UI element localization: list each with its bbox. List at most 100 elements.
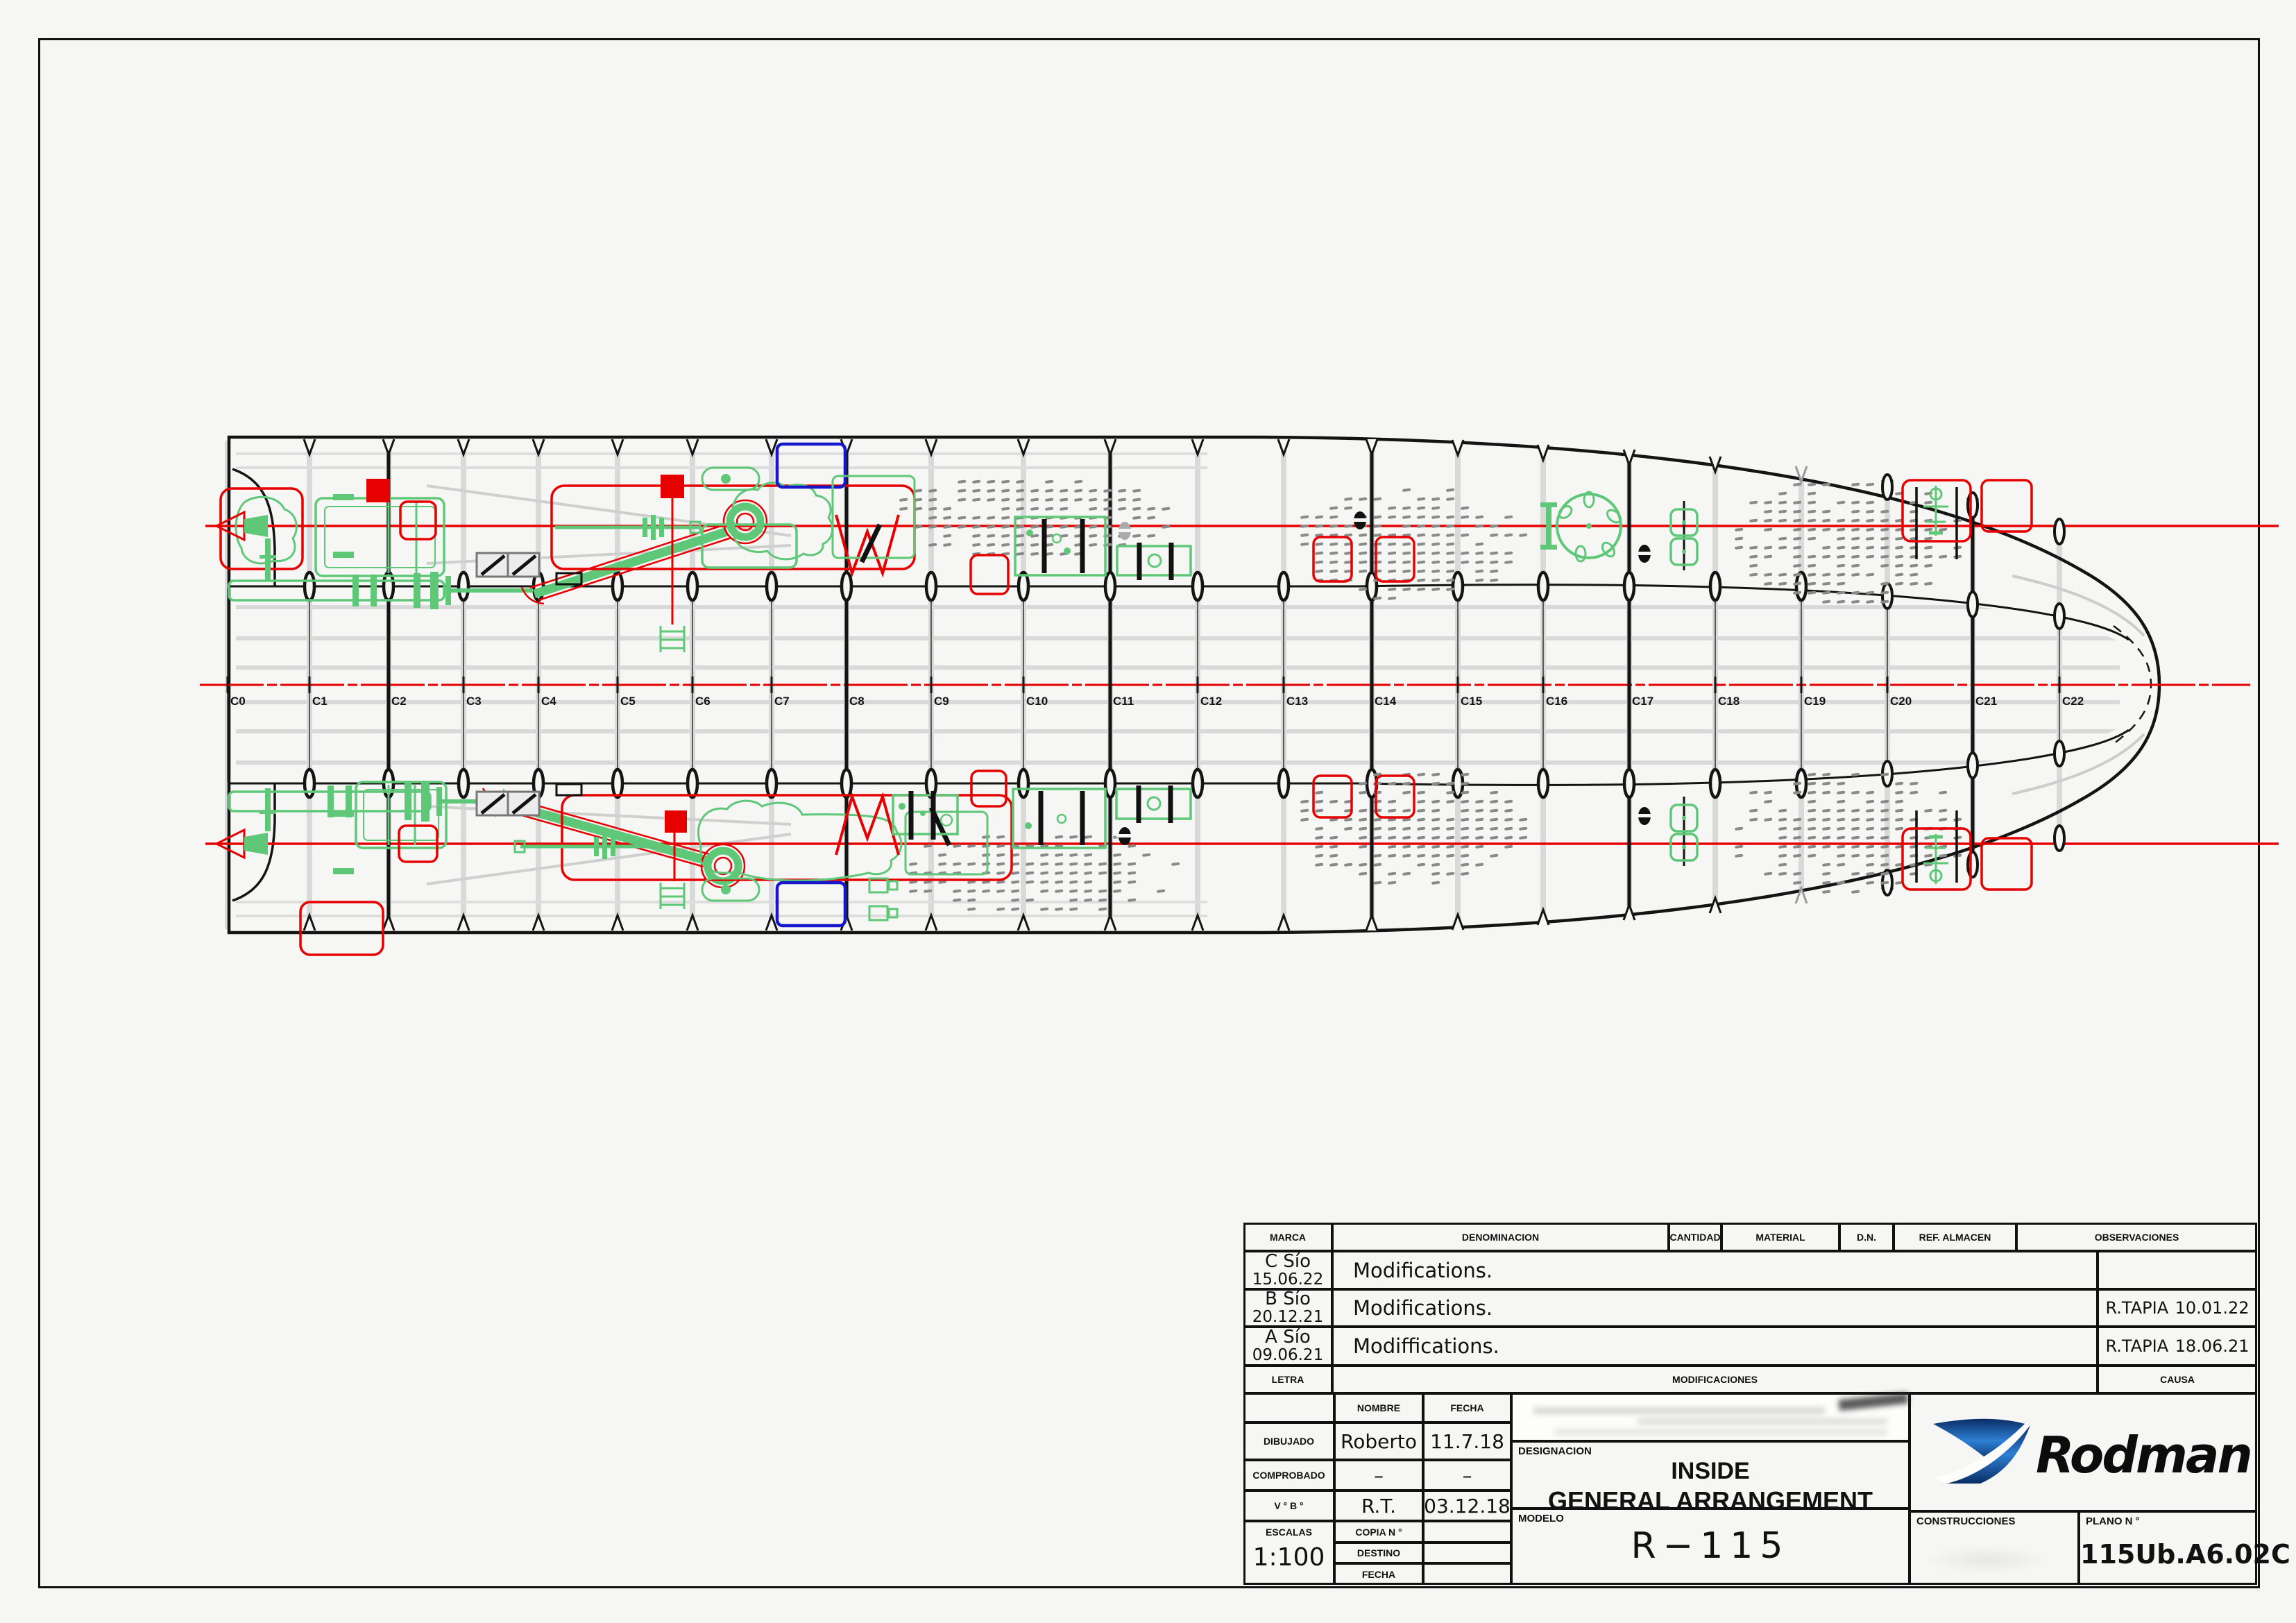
generator-port [314,497,445,577]
hatched-grating-starboard [475,790,541,817]
rev-b-desc: Modifications. [1332,1289,2098,1327]
plug-symbol-gray [1116,522,1133,540]
dibujado-nombre: Roberto [1334,1422,1423,1460]
blue-locker-port [775,442,847,489]
frame-label: C0 [230,695,246,708]
plug-symbol [1636,545,1653,563]
tank-starboard-0 [892,794,959,835]
hatch [969,554,1010,595]
frame-label: C16 [1546,695,1567,708]
col-nombre: NOMBRE [1334,1393,1423,1422]
construcciones-cell: CONSTRUCCIONES [1910,1511,2079,1585]
frame-label: C21 [1975,695,1997,708]
stern-hatch-starboard [299,901,384,956]
dibujado-fecha: 11.7.18 [1423,1422,1511,1460]
waterjet-port [235,495,298,565]
generator-starboard [355,781,448,849]
col-cantidad: CANTIDAD [1669,1223,1721,1251]
frame-label: C7 [774,695,790,708]
red-box [661,475,684,498]
flex-coupling-starboard [835,792,900,856]
col-fecha: FECHA [1423,1393,1511,1422]
rev-c-desc: Modifications. [1332,1251,2098,1289]
frame-label: C18 [1718,695,1740,708]
shaft-tube-port [228,579,445,602]
copia-label: COPIA N ° [1334,1521,1423,1543]
row-modificaciones: MODIFICACIONES [1332,1366,2098,1393]
svg-text:Rodman: Rodman [2036,1426,2251,1484]
comprobado-fecha: – [1423,1460,1511,1490]
machinery-port [214,442,2033,652]
frame-label: C8 [849,695,865,708]
designacion-line2: GENERAL ARRANGEMENT [1547,1486,1873,1515]
col-dn: D.N. [1839,1223,1894,1251]
plug-symbol [1352,511,1368,529]
vb-fecha: 03.12.18 [1423,1490,1511,1521]
frame-label: C3 [466,695,482,708]
frame-label: C22 [2062,695,2084,708]
rodman-logo: Rodman [1933,1418,2253,1484]
capstan-port [1540,491,1622,563]
hatch [970,770,1007,808]
escalas-cell: ESCALAS 1:100 [1243,1521,1334,1585]
frame-label: C12 [1200,695,1222,708]
hatch [1980,837,2033,891]
frame-label: C15 [1461,695,1482,708]
hatch [1312,774,1353,819]
tank-starboard-1 [1012,788,1107,849]
frame-label: C13 [1286,695,1308,708]
frame-label: C6 [695,695,711,708]
ladder-port [659,626,686,652]
approval-stamp [1511,1392,1910,1441]
rev-c-obs [2098,1251,2257,1289]
modelo-value: R−115 [1631,1525,1790,1567]
hatch [1375,774,1415,819]
col-material: MATERIAL [1721,1223,1839,1251]
escala-value: 1:100 [1252,1543,1325,1572]
plug-symbol [1116,827,1133,845]
plano-value: 115Ub.A6.02C [2080,1539,2290,1570]
col-marca: MARCA [1243,1223,1332,1251]
fecha-label: FECHA [1334,1563,1423,1585]
frame-label: C9 [934,695,949,708]
row-letra: LETRA [1243,1366,1332,1393]
modelo-cell: MODELO R−115 [1511,1509,1910,1585]
red-fitting [366,479,390,502]
hatch [1312,536,1353,583]
frame-label: C17 [1632,695,1653,708]
hatched-grating-port [475,552,541,578]
exhaust-loop-starboard [704,847,742,885]
frame-label: C5 [620,695,636,708]
frame-label: C11 [1113,695,1134,708]
engine-starboard [697,799,903,882]
rev-a-desc: Modiffications. [1332,1327,2098,1366]
engine-port [731,482,834,561]
col-ref-almacen: REF. ALMACEN [1894,1223,2016,1251]
designacion-line1: INSIDE [1671,1458,1750,1484]
tank-starboard-2 [1115,788,1192,820]
exhaust-loop-port [726,502,765,541]
frame-label: C19 [1804,695,1826,708]
plano-cell: PLANO N ° 115Ub.A6.02C [2079,1511,2290,1585]
logo-cell: Rodman [1910,1393,2257,1511]
plug-symbol [1636,807,1653,825]
ladder-starboard [659,883,686,909]
hatch [398,824,439,863]
frame-label: C20 [1890,695,1912,708]
hatch [1980,479,2033,533]
frame-label: C4 [541,695,556,708]
tank-port-1 [1014,516,1107,577]
frame-label: C1 [312,695,328,708]
hatch [1375,536,1415,583]
hatch [399,500,437,541]
designacion-cell: DESIGNACION INSIDE GENERAL ARRANGEMENT [1511,1441,1910,1515]
col-observaciones: OBSERVACIONES [2016,1223,2257,1251]
